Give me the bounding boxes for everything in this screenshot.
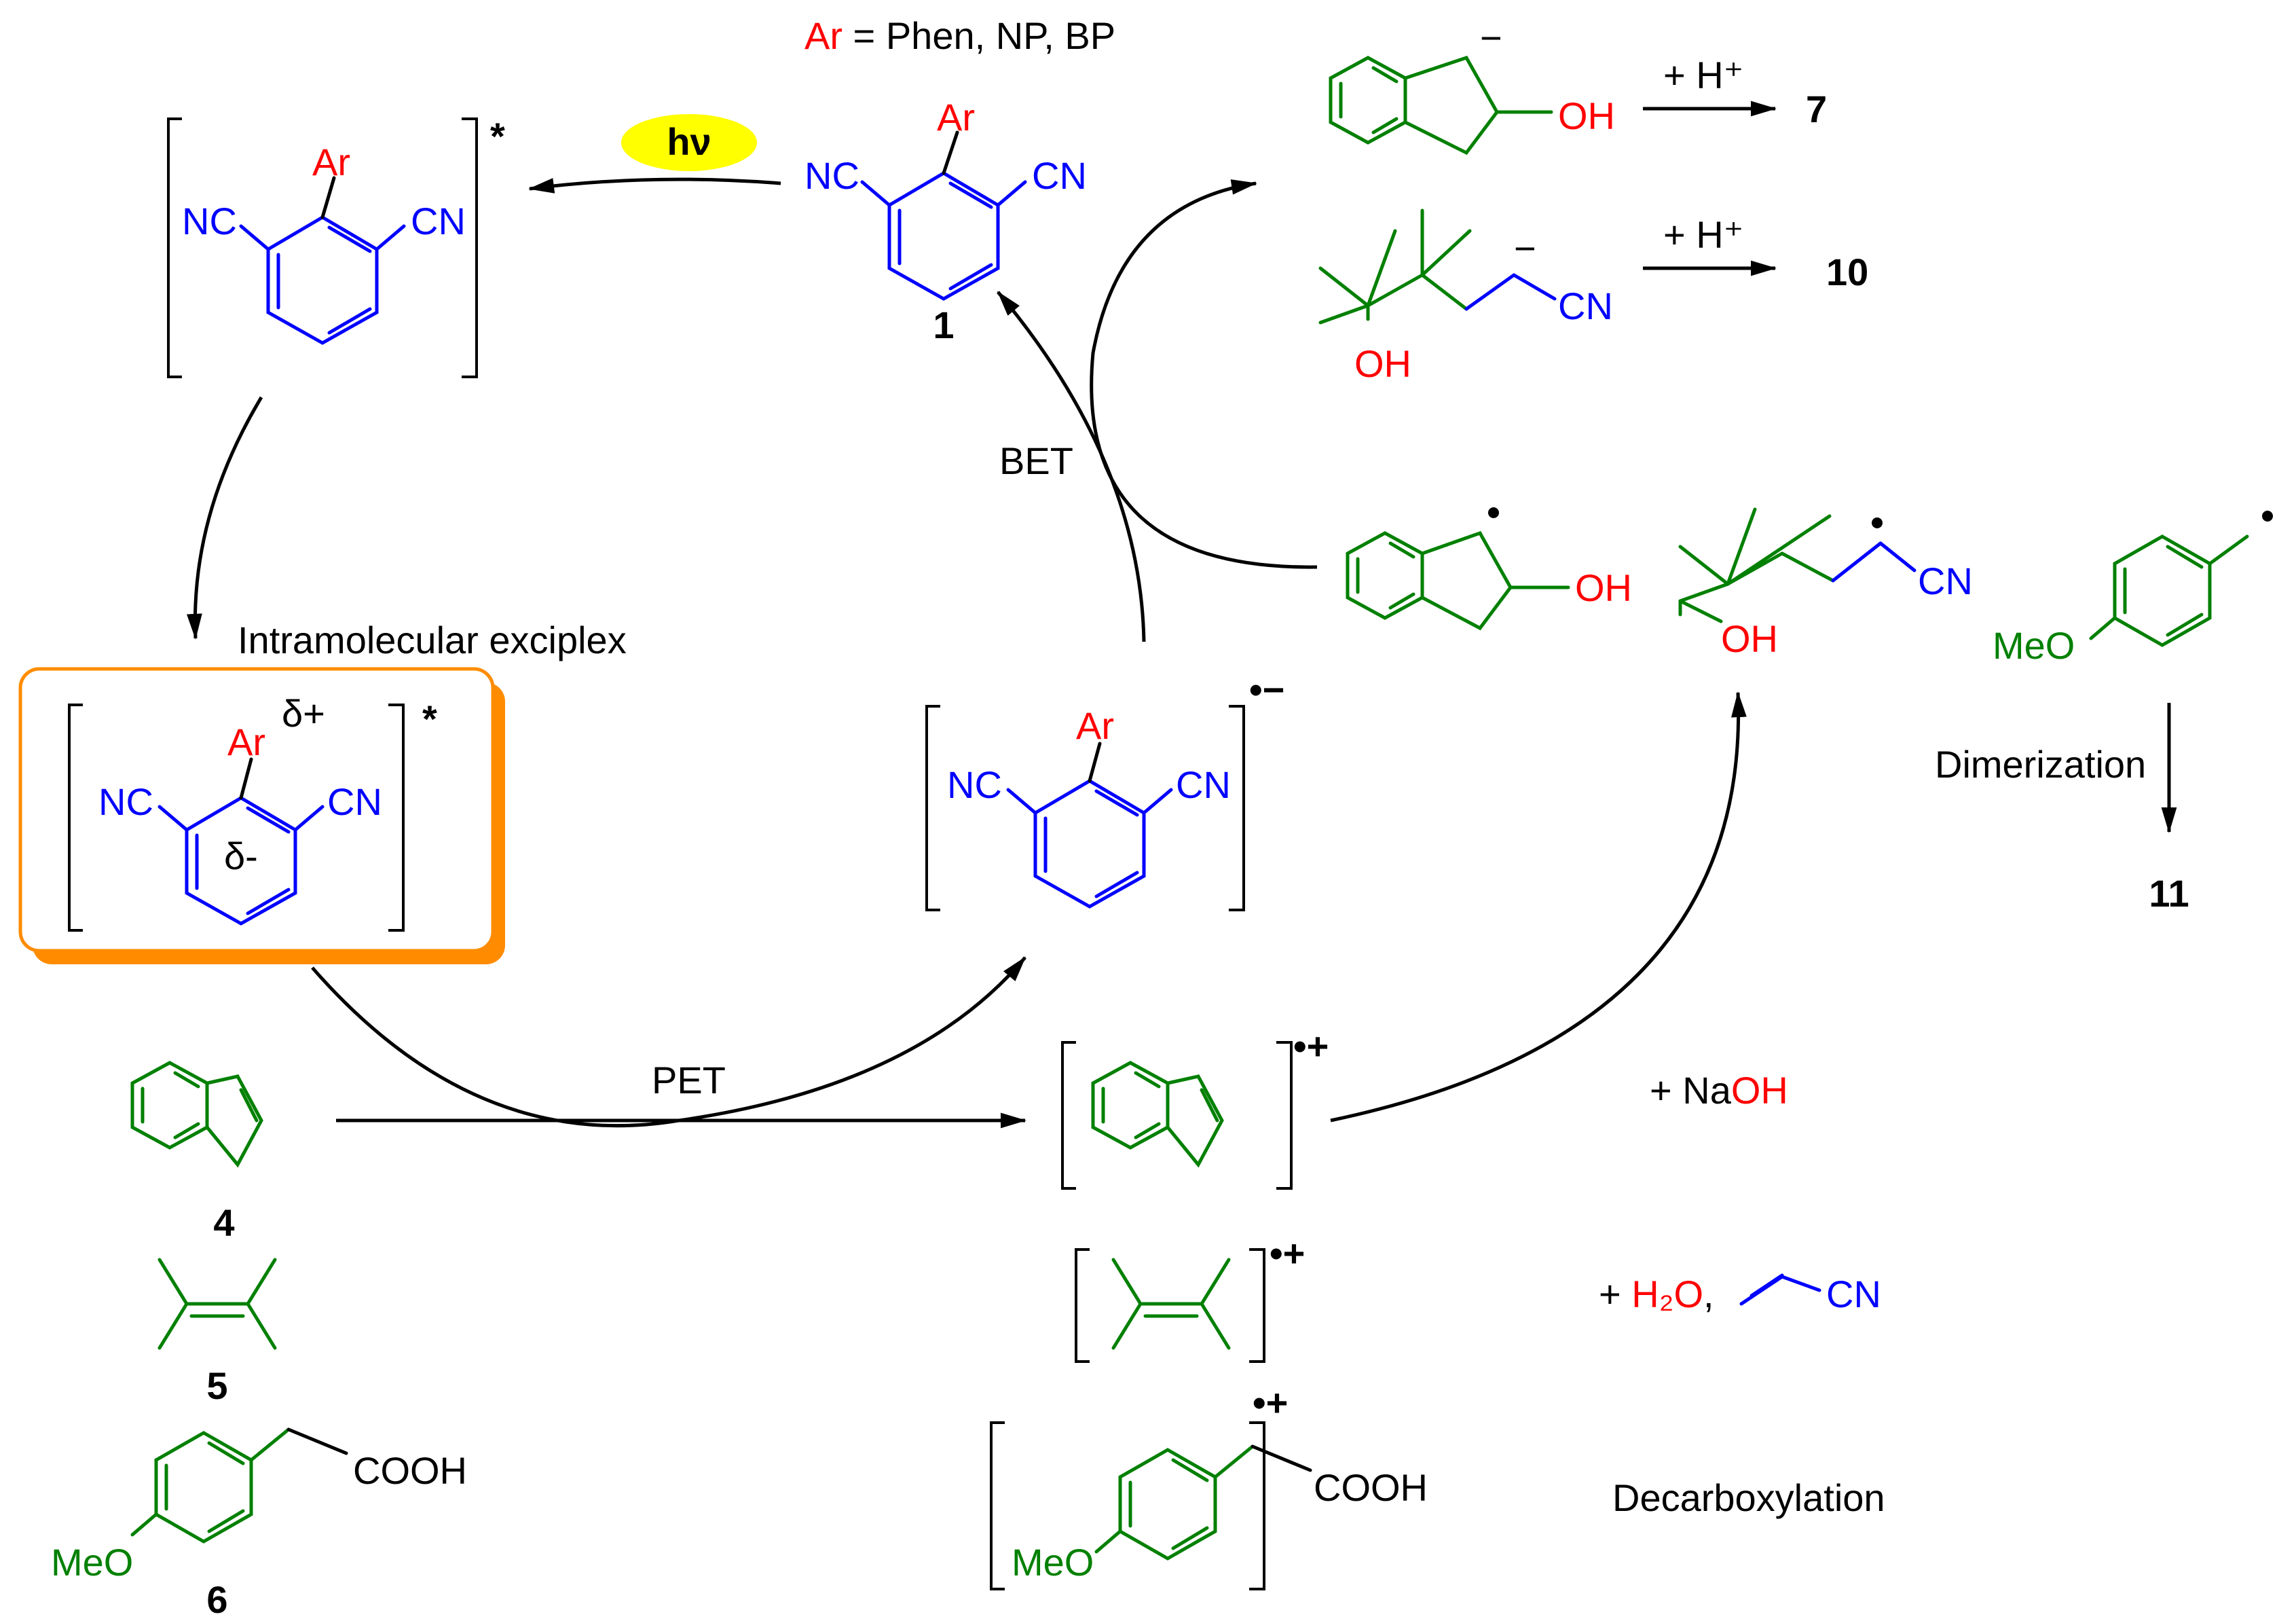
- excitation-arrow: [528, 177, 781, 194]
- delta-minus: δ-: [224, 835, 258, 877]
- nitrile-radical: CN OH: [1678, 507, 1973, 660]
- radical-cation-charge: •+: [1293, 1025, 1329, 1068]
- exciplex-title: Intramolecular exciplex: [238, 619, 627, 661]
- oh-label: OH: [1354, 342, 1411, 385]
- compound-10-label: 10: [1826, 251, 1868, 293]
- indanol-anion: − OH: [1329, 16, 1615, 156]
- radical-anion-charge: •−: [1249, 668, 1284, 711]
- radical-cation-charge: •+: [1253, 1381, 1288, 1424]
- protonation-label-2: + H⁺: [1663, 213, 1743, 256]
- acid-radical-cation: •+ COOH MeO: [990, 1381, 1428, 1590]
- catalyst-radical-anion: •− Ar NC CN: [925, 668, 1284, 911]
- protonation-label-1: + H⁺: [1663, 54, 1743, 96]
- light-irradiation: hν: [621, 114, 757, 171]
- cooh-label: COOH: [1314, 1466, 1428, 1509]
- cn-label: CN: [1558, 285, 1613, 327]
- oh-label: OH: [1558, 94, 1615, 137]
- radical-cation-charge: •+: [1270, 1232, 1305, 1275]
- nucleophile-attack-arrow: [1330, 691, 1747, 1123]
- water-acrylonitrile-reagent: + H₂O, CN: [1599, 1273, 1881, 1315]
- nc-label: NC: [804, 154, 859, 197]
- donor-4-indene: 4: [130, 1061, 263, 1244]
- methoxybenzyl-radical: MeO: [1993, 511, 2273, 667]
- ar-label: Ar: [312, 141, 350, 183]
- delta-plus: δ+: [282, 692, 325, 735]
- compound-11-label: 11: [2149, 872, 2189, 915]
- donor-6-acid: COOH MeO 6: [51, 1427, 467, 1621]
- naoh-reagent: + NaOH: [1650, 1069, 1788, 1112]
- oh-label: OH: [1721, 617, 1778, 660]
- ar-definition: Ar = Phen, NP, BP: [804, 14, 1115, 57]
- compound-4-label: 4: [213, 1201, 234, 1244]
- indanol-radical: OH: [1346, 507, 1632, 631]
- acrylonitrile-cn: CN: [1826, 1273, 1881, 1315]
- exciplex-star: *: [422, 697, 437, 740]
- oh-label: OH: [1575, 566, 1632, 609]
- nitrile-anion: − CN OH: [1318, 208, 1613, 385]
- indene-radical-cation: •+: [1061, 1025, 1329, 1190]
- cn-label: CN: [411, 200, 466, 242]
- svg-text:+ H₂O,: + H₂O,: [1599, 1273, 1714, 1315]
- ar-label: Ar: [1076, 704, 1114, 747]
- donor-5-alkene: 5: [158, 1258, 277, 1407]
- cn-label: CN: [327, 780, 382, 823]
- nc-label: NC: [182, 200, 237, 242]
- cooh-label: COOH: [353, 1449, 467, 1492]
- pet-label: PET: [652, 1059, 726, 1101]
- nc-label: NC: [947, 763, 1002, 806]
- compound-1-label: 1: [933, 304, 954, 346]
- excited-star: *: [490, 115, 505, 158]
- alkene-radical-cation: •+: [1075, 1232, 1305, 1363]
- cn-label: CN: [1032, 154, 1087, 197]
- catalyst-1: Ar NC CN 1: [804, 96, 1087, 346]
- hv-label: hν: [667, 120, 711, 163]
- decarboxylation-label: Decarboxylation: [1612, 1476, 1885, 1519]
- exciplex-box: Intramolecular exciplex * Ar NC CN δ+ δ-: [18, 619, 627, 964]
- meo-label: MeO: [1012, 1541, 1094, 1584]
- compound-7-label: 7: [1806, 88, 1827, 130]
- radical-reduction-arrow: [1090, 179, 1318, 569]
- ar-label: Ar: [937, 96, 975, 139]
- anion-minus: −: [1480, 16, 1502, 59]
- to-exciplex-arrow: [187, 396, 263, 640]
- dimerization-label: Dimerization: [1935, 743, 2146, 786]
- meo-label: MeO: [1993, 624, 2075, 667]
- bet-label: BET: [999, 439, 1073, 482]
- excited-catalyst: * Ar NC CN: [167, 115, 505, 378]
- compound-6-label: 6: [206, 1578, 227, 1621]
- cn-label: CN: [1176, 763, 1231, 806]
- ar-label: Ar: [227, 721, 265, 763]
- cn-label: CN: [1918, 560, 1973, 602]
- anion-minus: −: [1514, 227, 1536, 270]
- compound-5-label: 5: [206, 1364, 227, 1407]
- nc-label: NC: [98, 780, 153, 823]
- meo-label: MeO: [51, 1541, 133, 1584]
